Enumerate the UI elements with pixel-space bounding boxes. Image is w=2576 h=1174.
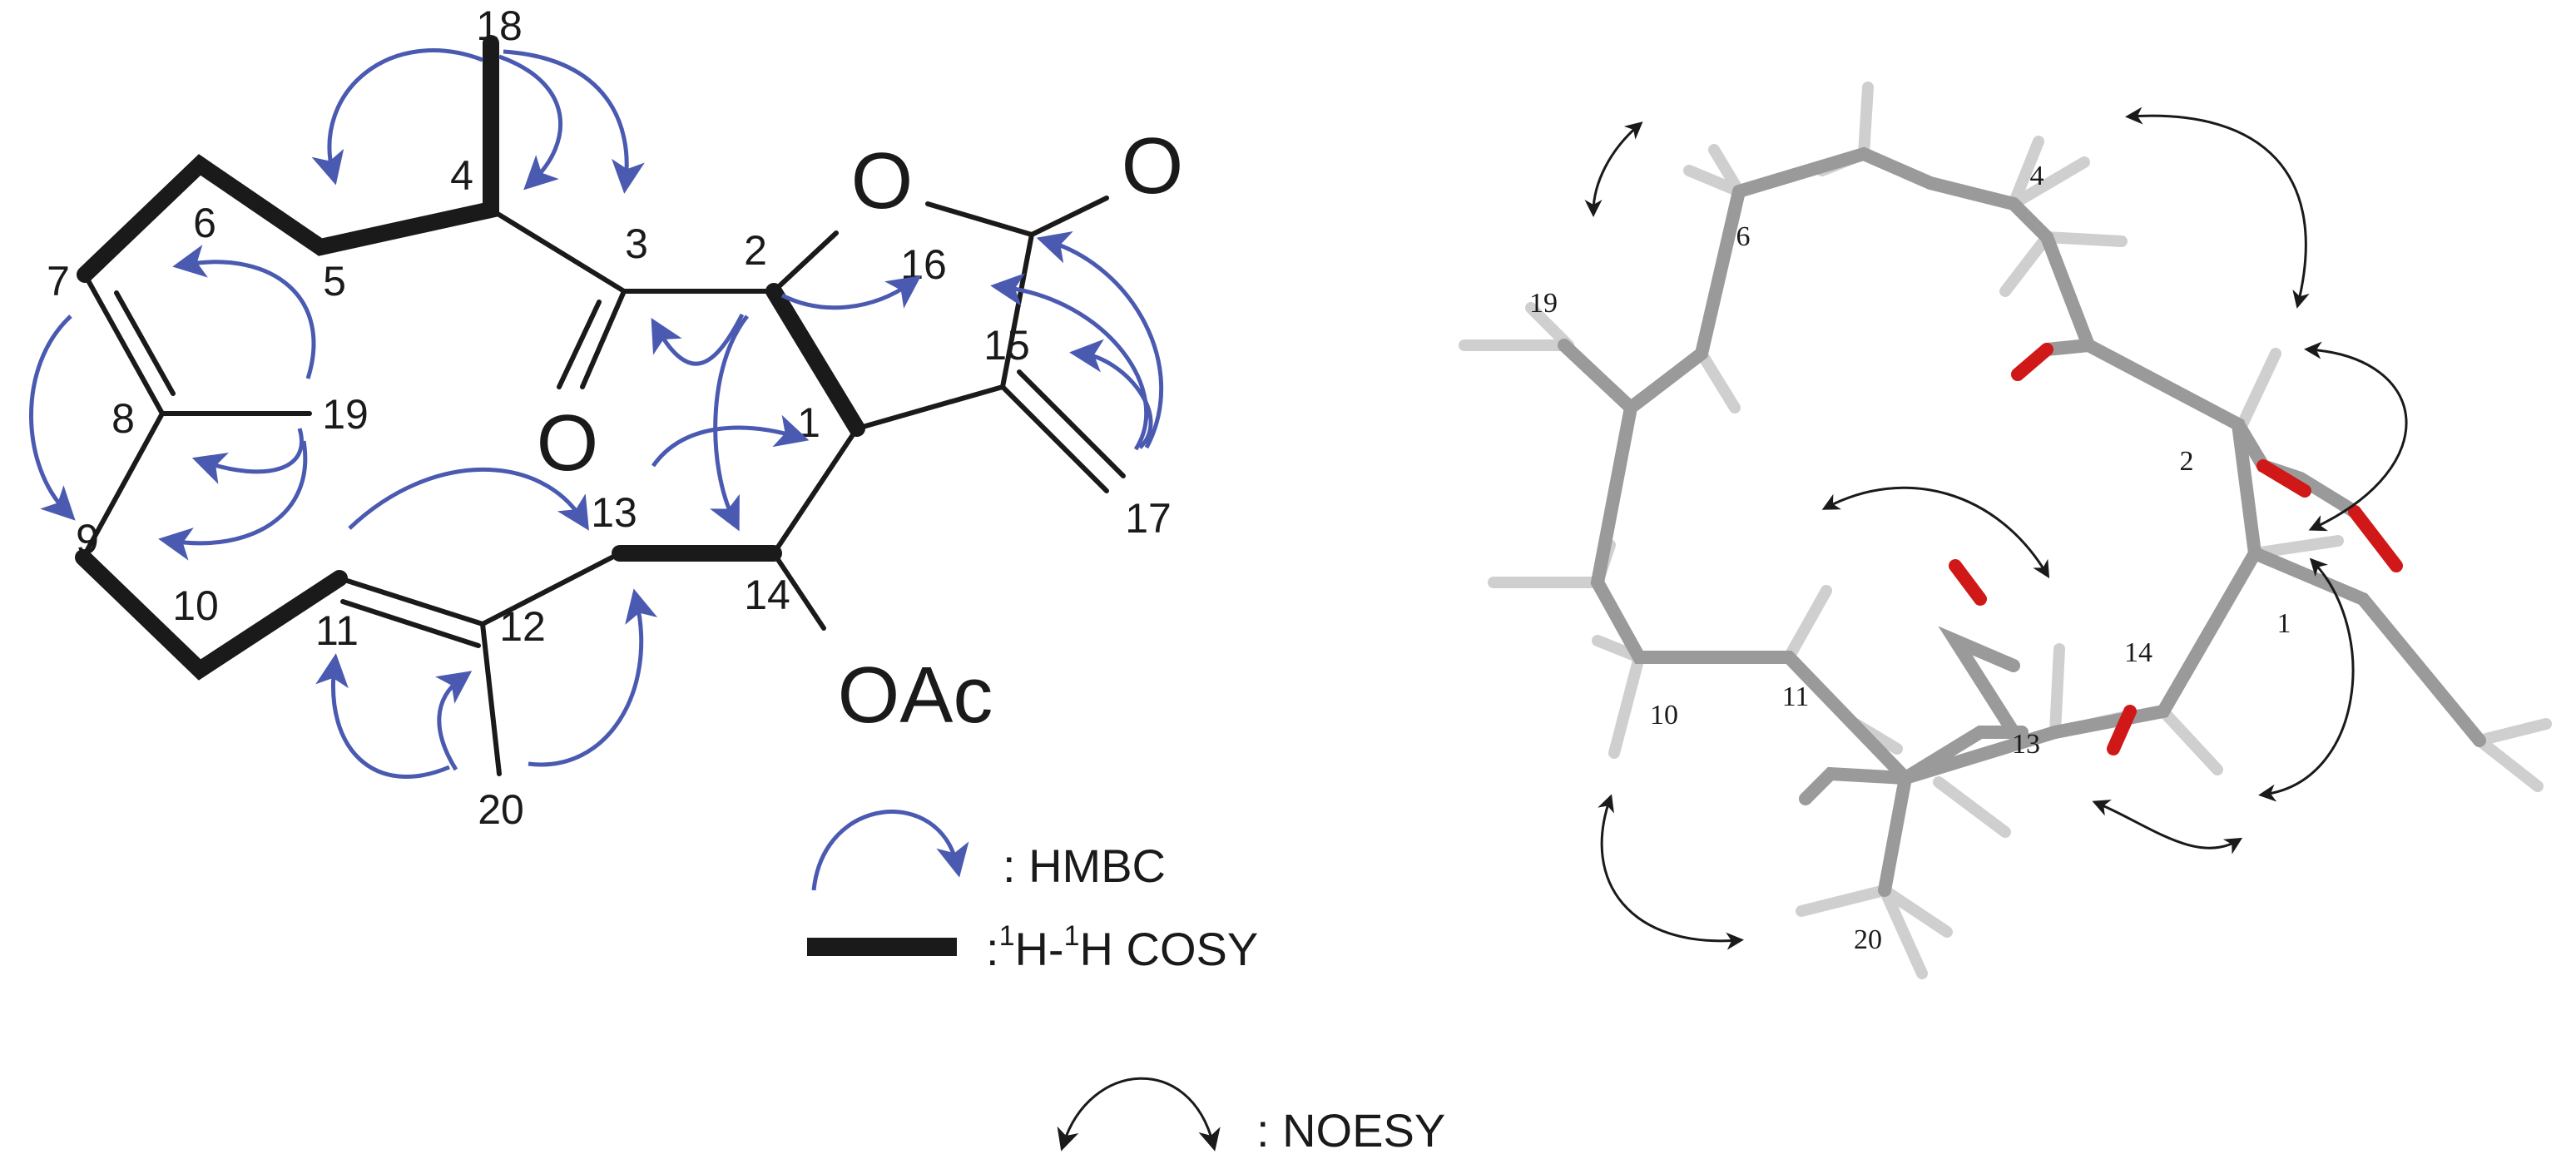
model-label: 13 — [2012, 729, 2040, 760]
atom-number: 11 — [315, 607, 359, 654]
hmbc-arrow — [29, 315, 76, 521]
noesy-correlations — [1584, 107, 2408, 950]
hmbc-arrow — [348, 467, 589, 531]
noesy-arrow — [1821, 486, 2050, 579]
legend-hmbc-arrow — [811, 810, 969, 891]
cosy-sup-1: 1 — [999, 920, 1015, 952]
atom-number: 14 — [744, 572, 790, 618]
atom-number: 5 — [323, 258, 346, 305]
cosy-sup-2: 1 — [1064, 920, 1080, 952]
noesy-arrow — [2125, 107, 2310, 309]
model-label: 6 — [1736, 221, 1751, 252]
legend-hmbc-label: : HMBC — [1003, 840, 1166, 892]
model-label: 4 — [2030, 161, 2044, 191]
atom-number: 19 — [322, 391, 369, 438]
noesy-arrow — [1598, 794, 1744, 950]
hmbc-arrow — [498, 54, 563, 191]
cosy-h-2: H COSY — [1080, 923, 1259, 975]
hmbc-arrow — [172, 245, 316, 379]
hmbc-arrow — [651, 313, 745, 366]
hmbc-arrow — [990, 273, 1149, 451]
legend-cosy-label: :1H-1H COSY — [986, 920, 1258, 975]
hmbc-arrow — [435, 671, 473, 771]
structure-2d: O O O OAc 1 2 3 4 5 6 7 8 9 10 11 12 13 … — [29, 2, 1445, 1157]
hmbc-arrow — [158, 440, 308, 561]
hmbc-arrow — [651, 414, 810, 468]
model-label: 2 — [2180, 446, 2194, 477]
hmbc-arrow — [191, 428, 304, 484]
cosy-h-1: H- — [1014, 923, 1063, 975]
hmbc-arrow — [311, 48, 483, 186]
model-label: 19 — [1529, 288, 1558, 319]
lactone-carbonyl-oxygen: O — [1122, 121, 1184, 211]
atom-number: 2 — [744, 227, 767, 274]
atom-number: 4 — [450, 152, 473, 199]
cosy-prefix: : — [986, 923, 999, 975]
atom-number: 10 — [172, 582, 219, 629]
cosy-bonds — [75, 35, 865, 681]
atom-number: 18 — [476, 2, 523, 49]
atom-number: 13 — [591, 489, 637, 536]
model-3d: 6 4 19 2 1 11 14 10 13 20 — [1459, 82, 2552, 979]
model-label: 14 — [2124, 637, 2152, 668]
hmbc-correlations — [29, 48, 1163, 779]
atom-number: 8 — [111, 395, 135, 442]
atom-number: 17 — [1125, 495, 1172, 542]
legend-noesy-label: : NOESY — [1256, 1104, 1445, 1157]
hydrogen-sticks — [1459, 82, 2552, 979]
atom-number: 12 — [499, 603, 546, 650]
acetate-group: OAc — [838, 651, 993, 740]
model-label: 10 — [1650, 700, 1678, 731]
atom-number: 9 — [76, 516, 99, 562]
hmbc-arrow — [710, 315, 749, 532]
model-label: 20 — [1854, 924, 1882, 955]
hmbc-arrow — [1036, 231, 1163, 449]
hmbc-arrow — [315, 653, 450, 779]
atom-number: 7 — [47, 258, 70, 305]
atom-number: 3 — [625, 220, 648, 267]
ring-oxygen: O — [851, 136, 914, 225]
model-label: 1 — [2277, 608, 2291, 639]
atom-number: 20 — [478, 786, 524, 833]
hmbc-arrow — [780, 275, 922, 310]
model-atom-labels: 6 4 19 2 1 11 14 10 13 20 — [1529, 161, 2291, 955]
atom-number: 16 — [900, 241, 947, 288]
atom-number: 6 — [193, 200, 216, 246]
noesy-arrow — [2258, 557, 2355, 802]
hmbc-arrow — [503, 49, 645, 194]
carbon-sticks — [1558, 146, 2486, 897]
ketone-oxygen: O — [537, 399, 599, 488]
legend: : HMBC :1H-1H COSY : NOESY — [807, 810, 1445, 1157]
normal-bonds — [81, 196, 1126, 776]
atom-numbers: 1 2 3 4 5 6 7 8 9 10 11 12 13 14 15 16 1… — [47, 2, 1172, 833]
hmbc-arrow — [1069, 339, 1153, 449]
noesy-arrow — [1584, 121, 1643, 217]
legend-noesy-arrow — [1057, 1077, 1221, 1152]
noesy-arrow — [2092, 800, 2243, 854]
hmbc-arrow — [528, 588, 658, 767]
model-label: 11 — [1782, 681, 1810, 712]
atom-number: 1 — [797, 399, 820, 446]
atom-number: 15 — [983, 322, 1030, 369]
noesy-arrow — [2304, 341, 2408, 532]
